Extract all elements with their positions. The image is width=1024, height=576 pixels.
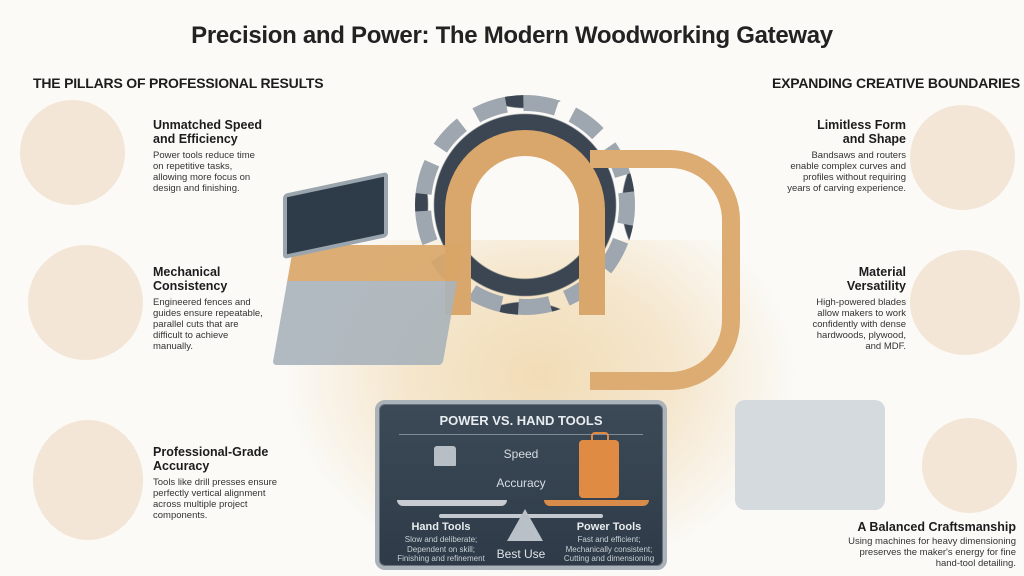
metric-speed: Speed bbox=[503, 447, 539, 461]
hand-tools-title: Hand Tools bbox=[411, 521, 471, 533]
chisel-hand-icon bbox=[922, 418, 1017, 513]
item-title: Unmatched Speed and Efficiency bbox=[153, 118, 263, 146]
workbench-illustration bbox=[272, 245, 464, 365]
item-desc: Tools like drill presses ensure perfectl… bbox=[153, 477, 278, 521]
stacked-boards-icon bbox=[910, 250, 1020, 355]
item-title: A Balanced Craftsmanship bbox=[857, 520, 1016, 534]
item-desc: Bandsaws and routers enable complex curv… bbox=[787, 150, 906, 194]
metric-accuracy: Accuracy bbox=[496, 476, 546, 490]
comparison-panel: POWER VS. HAND TOOLS Speed Accuracy Hand… bbox=[375, 400, 667, 570]
power-tools-desc: Fast and efficient; Mechanically consist… bbox=[563, 535, 655, 563]
fulcrum-icon bbox=[507, 509, 543, 541]
wooden-arch-gateway bbox=[445, 130, 605, 315]
curved-wood-ribbon bbox=[590, 150, 740, 390]
item-desc: Power tools reduce time on repetitive ta… bbox=[153, 150, 255, 194]
power-weight-icon bbox=[579, 432, 619, 498]
circular-saw-icon bbox=[20, 100, 125, 205]
page-title: Precision and Power: The Modern Woodwork… bbox=[191, 22, 833, 49]
power-tools-tray bbox=[544, 500, 649, 506]
power-tools-title: Power Tools bbox=[576, 521, 642, 533]
panel-divider bbox=[399, 434, 643, 435]
table-saw-fence-icon bbox=[28, 245, 143, 360]
item-title: Material Versatility bbox=[846, 265, 906, 293]
drill-press-icon bbox=[33, 420, 143, 540]
item-title: Limitless Form and Shape bbox=[817, 118, 906, 146]
left-section-heading: THE PILLARS OF PROFESSIONAL RESULTS bbox=[33, 75, 324, 91]
panel-title: POWER VS. HAND TOOLS bbox=[439, 413, 603, 428]
hand-tools-desc: Slow and deliberate; Dependent on skill;… bbox=[397, 535, 485, 563]
planer-illustration bbox=[735, 400, 885, 510]
hand-tools-tray bbox=[397, 500, 507, 506]
hand-weight-icon bbox=[434, 446, 456, 466]
bandsaw-icon bbox=[910, 105, 1015, 210]
right-section-heading: EXPANDING CREATIVE BOUNDARIES bbox=[771, 75, 1020, 91]
item-desc: Using machines for heavy dimensioning pr… bbox=[848, 536, 1016, 569]
item-title: Mechanical Consistency bbox=[153, 265, 228, 293]
item-desc: Engineered fences and guides ensure repe… bbox=[153, 297, 263, 352]
item-desc: High-powered blades allow makers to work… bbox=[812, 297, 906, 352]
metric-best-use: Best Use bbox=[496, 547, 546, 561]
item-title: Professional-Grade Accuracy bbox=[153, 445, 269, 473]
